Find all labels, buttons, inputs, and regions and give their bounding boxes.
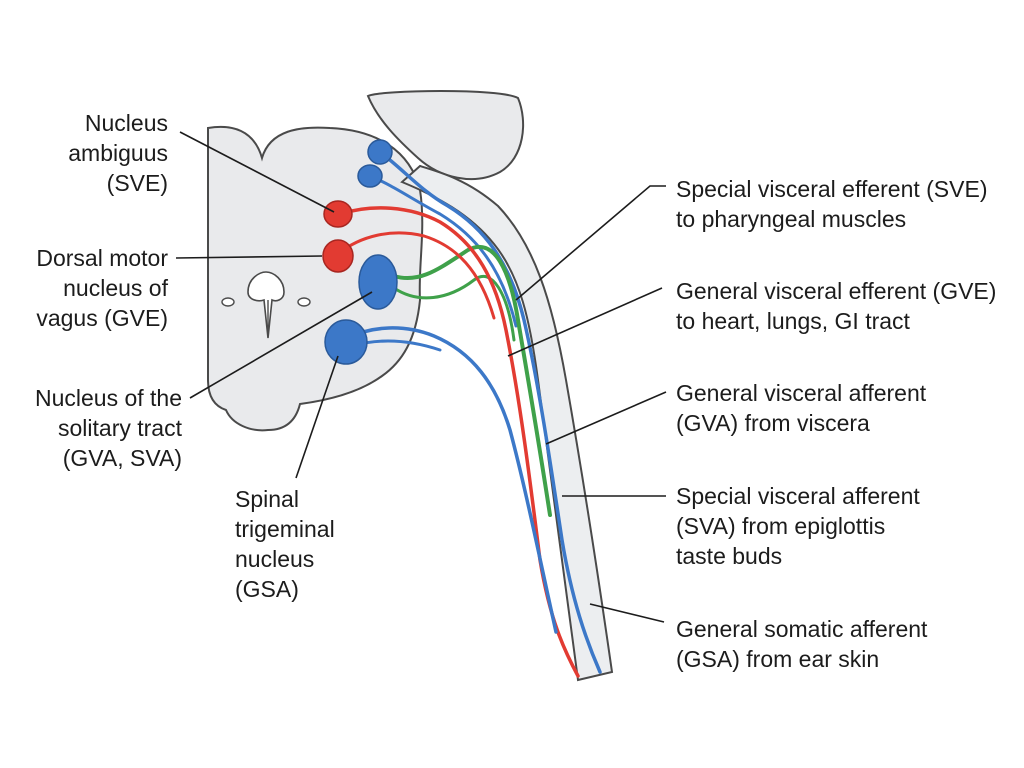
small-oval-right bbox=[297, 297, 311, 307]
label-sve: Special visceral efferent (SVE) to phary… bbox=[676, 176, 988, 232]
nerve-sheath bbox=[400, 164, 614, 682]
label-nucleus-ambiguus: Nucleus ambiguus (SVE) bbox=[68, 110, 168, 196]
label-spinal-trigeminal: Spinal trigeminal nucleus (GSA) bbox=[235, 486, 335, 602]
spinal-trigeminal-nucleus-blue bbox=[324, 319, 368, 365]
medulla-section bbox=[207, 125, 424, 432]
label-dorsal-motor-nucleus: Dorsal motor nucleus of vagus (GVE) bbox=[36, 245, 168, 331]
label-gsa: General somatic afferent (GSA) from ear … bbox=[676, 616, 928, 672]
cerebellum-lobe bbox=[366, 90, 525, 180]
fiber-blue-upper bbox=[378, 150, 602, 674]
label-gva: General visceral afferent (GVA) from vis… bbox=[676, 380, 927, 436]
leader-lines bbox=[175, 131, 667, 623]
fiber-green bbox=[392, 244, 552, 517]
solitary-nucleus-blue bbox=[358, 254, 398, 310]
nucleus-blue-top-1 bbox=[367, 139, 393, 165]
label-solitary-nucleus: Nucleus of the solitary tract (GVA, SVA) bbox=[34, 385, 182, 471]
label-gve: General visceral efferent (GVE) to heart… bbox=[676, 278, 997, 334]
nucleus-ambiguus-red bbox=[323, 200, 353, 228]
dorsal-motor-nucleus-red bbox=[322, 239, 354, 273]
fiber-blue-lower bbox=[346, 326, 558, 634]
label-sva: Special visceral afferent (SVA) from epi… bbox=[676, 483, 920, 569]
small-oval-left bbox=[221, 297, 235, 307]
central-canal bbox=[247, 271, 285, 339]
nucleus-blue-top-2 bbox=[357, 164, 383, 188]
